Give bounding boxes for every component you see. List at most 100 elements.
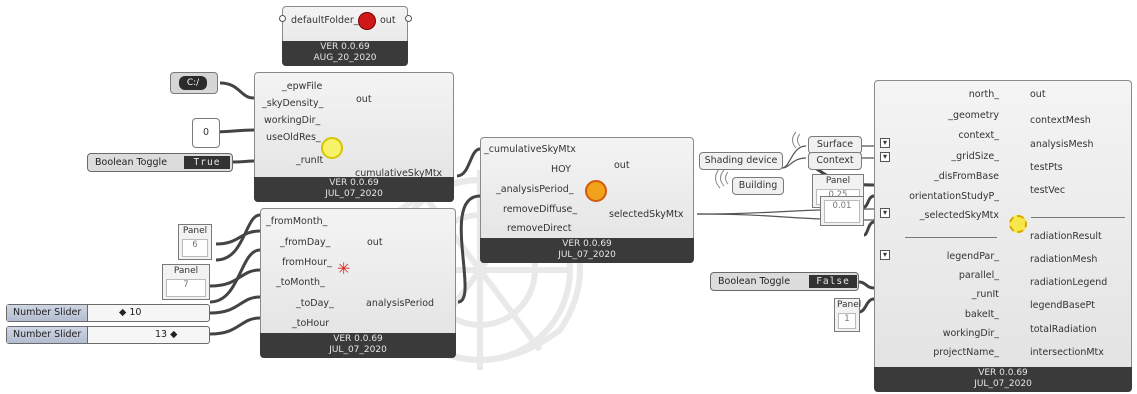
output-out: out xyxy=(380,15,396,26)
select-sky-icon xyxy=(585,180,607,202)
input-context: context_ xyxy=(958,130,999,141)
chevron-down-icon[interactable]: ▾ xyxy=(880,152,890,162)
output-cumulative-sky-mtx: cumulativeSkyMtx xyxy=(355,168,443,179)
panel-value[interactable]: 1 xyxy=(838,313,856,329)
input-to-day: _toDay_ xyxy=(296,298,334,309)
output-selected-sky-mtx: selectedSkyMtx xyxy=(609,209,684,220)
slider-value[interactable]: 13 ◆ xyxy=(155,329,178,340)
input-from-hour: fromHour_ xyxy=(282,257,332,268)
input-working-dir: workingDir_ xyxy=(942,328,999,339)
toggle-label: Boolean Toggle xyxy=(95,157,168,168)
input-use-old-res: useOldRes_ xyxy=(266,132,321,143)
panel-value[interactable]: 7 xyxy=(166,279,206,297)
input-project-name: projectName_ xyxy=(933,347,999,358)
slider-value[interactable]: ◆ 10 xyxy=(119,307,142,318)
input-selected-sky-mtx: _selectedSkyMtx xyxy=(919,210,999,221)
ladybug-logo-icon xyxy=(358,12,376,30)
output-radiation-result: radiationResult xyxy=(1030,231,1102,242)
panel-value[interactable]: 0.01 xyxy=(824,200,860,223)
input-orientation-study: orientationStudyP_ xyxy=(909,191,999,202)
input-remove-diffuse: removeDiffuse_ xyxy=(503,204,578,215)
output-grip[interactable] xyxy=(405,15,412,22)
path-hex-icon: C:/ xyxy=(179,76,207,90)
panel-run-it[interactable]: Panel 1 xyxy=(834,298,862,332)
panel-to-month[interactable]: Panel 7 xyxy=(162,264,210,300)
input-hoy: HOY xyxy=(551,164,571,175)
output-context-mesh: contextMesh xyxy=(1030,115,1091,126)
output-out: out xyxy=(356,94,372,105)
input-to-hour: _toHour xyxy=(292,318,330,329)
output-out: out xyxy=(1030,89,1046,100)
slider-label: Number Slider xyxy=(7,305,89,321)
file-path-parameter[interactable]: C:/ xyxy=(170,72,218,94)
toggle-label: Boolean Toggle xyxy=(718,276,791,287)
input-cumulative-sky-mtx: _cumulativeSkyMtx xyxy=(484,144,576,155)
panel-title: Panel xyxy=(173,266,199,276)
input-dis-from-base: _disFromBase xyxy=(933,171,999,182)
input-grip[interactable] xyxy=(279,15,286,22)
output-out: out xyxy=(367,237,383,248)
output-legend-base-pt: legendBasePt xyxy=(1030,300,1095,311)
boolean-toggle-false[interactable]: Boolean Toggle False xyxy=(710,272,859,291)
input-parallel: parallel_ xyxy=(958,270,999,281)
chevron-down-icon[interactable]: ▾ xyxy=(880,138,890,148)
input-from-month: _fromMonth_ xyxy=(266,216,328,227)
input-to-month: _toMonth_ xyxy=(276,277,325,288)
output-separator xyxy=(1031,217,1125,218)
output-total-radiation: totalRadiation xyxy=(1030,324,1097,335)
analysis-period-icon: ✳ xyxy=(337,259,351,278)
input-sky-density: _skyDensity_ xyxy=(262,98,324,109)
chevron-down-icon[interactable]: ▾ xyxy=(880,208,890,218)
input-geometry: _geometry xyxy=(948,110,999,121)
input-north: north_ xyxy=(968,89,999,100)
panel-title: Panel xyxy=(825,176,851,186)
input-from-day: _fromDay_ xyxy=(280,237,331,248)
output-test-pts: testPts xyxy=(1030,162,1063,173)
panel-title: Panel xyxy=(837,300,862,310)
output-analysis-mesh: analysisMesh xyxy=(1030,139,1094,150)
input-bake-it: bakeIt_ xyxy=(964,309,999,320)
input-grid-size: _gridSize_ xyxy=(951,151,999,162)
boolean-toggle-true[interactable]: Boolean Toggle True xyxy=(87,153,233,172)
input-remove-direct: removeDirect xyxy=(507,223,572,234)
slider-label: Number Slider xyxy=(7,327,89,343)
input-separator xyxy=(905,237,997,238)
cumulative-sky-icon xyxy=(321,137,343,159)
number-slider-to-hour[interactable]: Number Slider 13 ◆ xyxy=(6,326,210,344)
panel-value[interactable]: 6 xyxy=(182,239,208,257)
panel-title: Panel xyxy=(182,226,208,236)
output-intersection-mtx: intersectionMtx xyxy=(1030,347,1104,358)
shading-device-param[interactable]: Shading device xyxy=(699,152,783,170)
panel-dis-from-base[interactable]: 0.01 xyxy=(820,196,864,226)
number-parameter[interactable]: 0 xyxy=(192,118,220,148)
panel-from-day[interactable]: Panel 6 xyxy=(178,224,212,260)
input-working-dir: workingDir_ xyxy=(264,115,321,126)
output-radiation-legend: radiationLegend xyxy=(1030,277,1108,288)
chevron-down-icon[interactable]: ▾ xyxy=(880,250,890,260)
input-legend-par: legendPar_ xyxy=(946,251,999,262)
output-analysis-period: analysisPeriod xyxy=(366,298,435,309)
number-slider-from-hour[interactable]: Number Slider ◆ 10 xyxy=(6,304,210,322)
input-epw-file: _epwFile xyxy=(282,81,323,92)
output-test-vec: testVec xyxy=(1030,185,1066,196)
input-analysis-period: _analysisPeriod_ xyxy=(496,184,574,195)
input-default-folder: defaultFolder_ xyxy=(291,15,359,26)
radiation-analysis-icon xyxy=(1009,215,1027,233)
toggle-value[interactable]: False xyxy=(809,275,857,288)
context-param[interactable]: Context xyxy=(808,152,862,170)
output-radiation-mesh: radiationMesh xyxy=(1030,254,1098,265)
input-run-it: _runIt xyxy=(296,155,324,166)
toggle-value[interactable]: True xyxy=(184,156,230,169)
building-param[interactable]: Building xyxy=(732,177,784,195)
